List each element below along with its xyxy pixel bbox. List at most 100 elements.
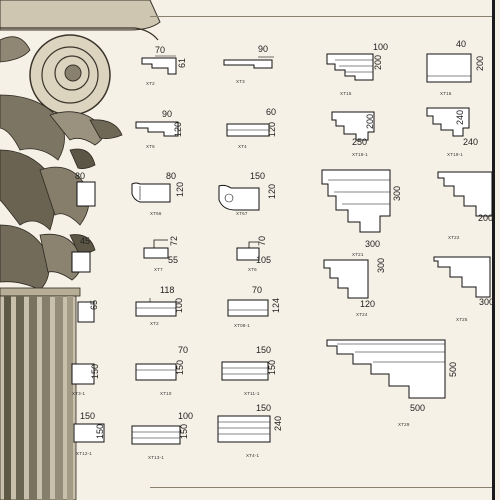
profile-p17-shape (323, 259, 369, 299)
profile-p07-code: XT18-1 (352, 152, 368, 157)
profile-p28-dim-height: 240 (273, 416, 283, 432)
profile-p27-dim-width: 100 (178, 411, 194, 421)
profile-p27-dim-height: 150 (179, 424, 189, 440)
profile-p09-shape (76, 181, 96, 207)
profile-p08-shape (426, 107, 470, 137)
profile-p20-dim-height: 100 (174, 298, 184, 314)
profile-p03-shape (326, 53, 374, 81)
profile-p15-code: XT7 (154, 267, 163, 272)
profile-p11-dim-height: 120 (267, 184, 277, 200)
profile-p13-code: XT22 (448, 235, 460, 240)
profile-p01-dim-width: 70 (155, 45, 166, 55)
profile-p23-shape (71, 363, 95, 385)
profile-p06-code: XT4 (238, 144, 247, 149)
corinthian-column-illustration (0, 0, 170, 500)
profile-p22-code: XT29 (398, 422, 410, 427)
profile-p14-shape (71, 251, 91, 273)
profile-p25-code: XT11-1 (244, 391, 260, 396)
profile-p04-dim-height: 200 (475, 56, 485, 72)
profile-p25-dim-width: 150 (256, 345, 272, 355)
profile-p03-code: XT15 (340, 91, 352, 96)
profile-p06-dim-width: 60 (266, 107, 277, 117)
profile-p18-code: XT25 (456, 317, 468, 322)
profile-p26-dim-height: 150 (95, 424, 105, 440)
profile-p11-dim-width: 150 (250, 171, 266, 181)
profile-p07-dim-height: 200 (365, 114, 375, 130)
profile-p25-shape (221, 361, 269, 381)
profile-p10-code: XT66 (150, 211, 162, 216)
profile-p08-code: XT19-1 (447, 152, 463, 157)
profile-p19-shape (77, 301, 95, 323)
profile-p22-dim-width: 500 (410, 403, 426, 413)
profile-p03-dim-width: 100 (373, 42, 389, 52)
profile-p21-dim-width: 70 (252, 285, 263, 295)
profile-p02-dim-width: 90 (258, 44, 269, 54)
profile-p26-shape (73, 423, 105, 443)
profile-p11-shape (218, 184, 260, 211)
profile-p20-shape (135, 298, 177, 317)
profile-p12-dim-height: 300 (392, 186, 402, 202)
profile-p21-code: XT08-1 (234, 323, 250, 328)
profile-p14-dim-width: 45 (80, 236, 91, 246)
profile-p07-dim-width: 250 (352, 137, 368, 147)
profile-p22-dim-height: 500 (448, 362, 458, 378)
profile-p24-shape (135, 363, 177, 381)
profile-p18-dim-width: 300 (479, 297, 495, 307)
profile-p23-code: XT3-1 (72, 391, 86, 396)
profile-p23-dim-height: 150 (90, 364, 100, 380)
profile-p15-shape (143, 239, 169, 259)
profile-p04-shape (426, 53, 472, 83)
profile-p01-shape (141, 55, 177, 75)
profile-p16-code: XT6 (248, 267, 257, 272)
profile-p16-dim-height: 70 (257, 236, 267, 247)
profile-p12-dim-width: 300 (365, 239, 381, 249)
profile-p08-dim-width: 240 (463, 137, 479, 147)
profile-p28-dim-width: 150 (256, 403, 272, 413)
profile-p01-dim-height: 61 (177, 58, 187, 69)
profile-p28-code: XT4-1 (246, 453, 260, 458)
profile-p17-dim-height: 300 (376, 258, 386, 274)
profile-p08-dim-height: 240 (455, 110, 465, 126)
profile-p20-code: XT2 (150, 321, 159, 326)
profile-p13-shape (437, 171, 493, 217)
profile-p17-code: XT24 (356, 312, 368, 317)
frame-bottom-line (150, 487, 492, 488)
profile-p24-code: XT10 (160, 391, 172, 396)
profile-p05-dim-height: 120 (173, 122, 183, 138)
profile-p06-dim-height: 120 (267, 122, 277, 138)
profile-p10-dim-height: 120 (175, 182, 185, 198)
profile-p02-shape (223, 56, 274, 69)
profile-p26-dim-width: 150 (80, 411, 96, 421)
profile-p12-code: XT21 (352, 252, 364, 257)
frame-top-line (150, 16, 492, 17)
profile-p17-dim-width: 120 (360, 299, 376, 309)
profile-p05-code: XT6 (146, 144, 155, 149)
profile-p03-dim-height: 200 (373, 55, 383, 71)
profile-p01-code: XT2 (146, 81, 155, 86)
profile-p26-code: XT12-1 (76, 451, 92, 456)
profile-p24-dim-width: 70 (178, 345, 189, 355)
profile-p21-shape (227, 299, 269, 317)
profile-p09-dim-width: 80 (75, 171, 86, 181)
profile-p05-dim-width: 90 (162, 109, 173, 119)
profile-p27-shape (131, 425, 181, 445)
profile-p16-shape (236, 241, 260, 261)
profile-p04-dim-width: 40 (456, 39, 467, 49)
profile-p07-shape (331, 111, 375, 141)
profile-p10-dim-width: 80 (166, 171, 177, 181)
profile-p05-shape (135, 121, 179, 137)
profile-p04-code: XT16 (440, 91, 452, 96)
profile-p27-code: XT13-1 (148, 455, 164, 460)
profile-p19-dim-height: 65 (89, 300, 99, 311)
profile-p24-dim-height: 150 (175, 360, 185, 376)
profile-p20-dim-width: 118 (160, 285, 175, 295)
profile-p15-dim-height: 72 (169, 236, 179, 247)
profile-p11-code: XT67 (236, 211, 248, 216)
profile-p21-dim-height: 124 (271, 298, 281, 314)
profile-p02-code: XT3 (236, 79, 245, 84)
frame-right-border (492, 0, 495, 500)
profile-p22-shape (326, 339, 446, 399)
profile-p18-shape (433, 256, 491, 298)
profile-p10-shape (131, 182, 171, 203)
